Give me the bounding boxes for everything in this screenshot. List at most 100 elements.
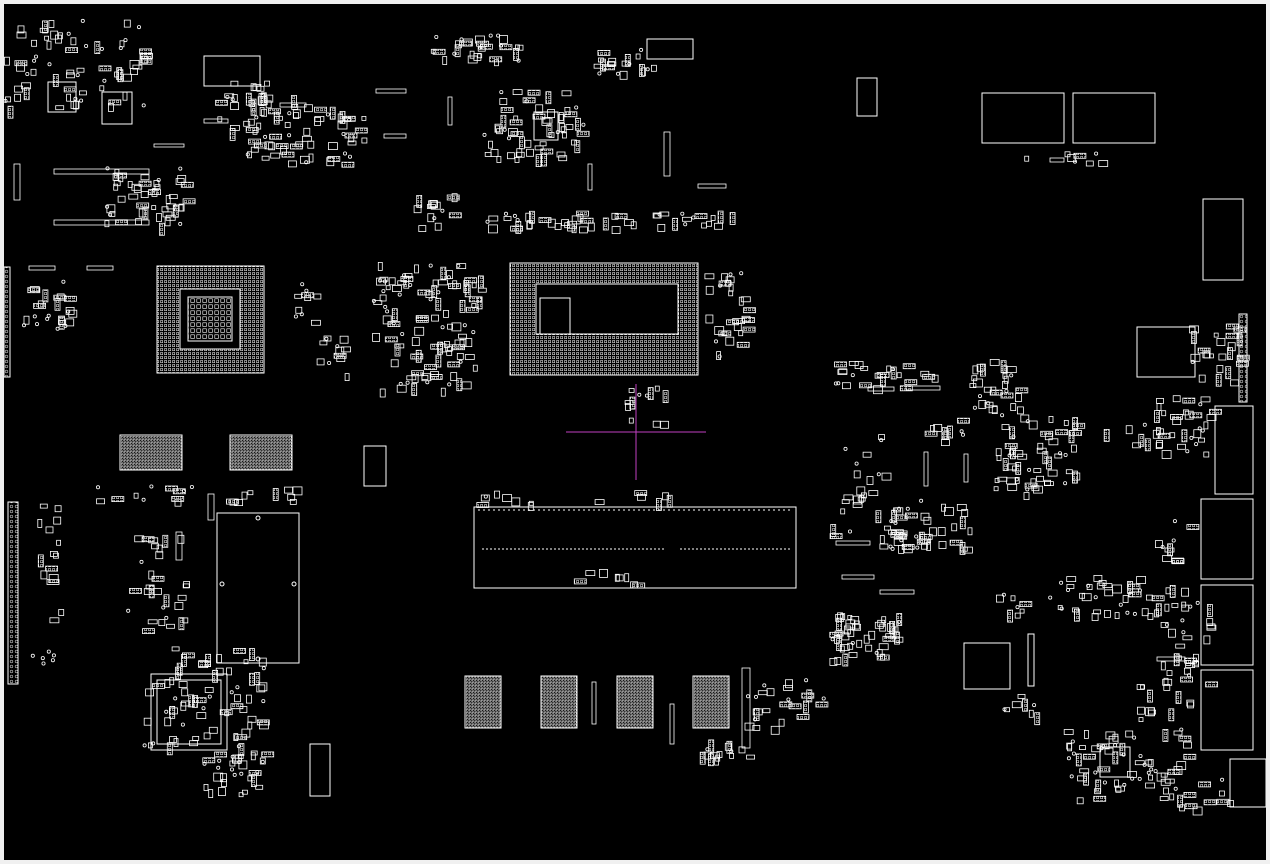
smd-pad[interactable] [1166, 670, 1173, 676]
passive-component[interactable] [1019, 601, 1033, 607]
passive-component[interactable] [1184, 803, 1198, 810]
passive-component[interactable] [148, 189, 162, 196]
smd-pad[interactable] [58, 32, 63, 40]
passive-component[interactable] [229, 128, 236, 141]
via[interactable] [746, 694, 751, 699]
smd-pad[interactable] [138, 208, 146, 218]
smd-pad[interactable] [1011, 701, 1022, 709]
smd-pad[interactable] [16, 62, 26, 72]
smd-pad[interactable] [472, 364, 478, 372]
smd-pad[interactable] [559, 123, 565, 132]
passive-component[interactable] [1004, 442, 1018, 449]
passive-component[interactable] [947, 425, 953, 439]
passive-component[interactable] [875, 510, 882, 524]
smd-pad[interactable] [847, 629, 855, 637]
smd-pad[interactable] [746, 754, 755, 760]
passive-component[interactable] [158, 222, 165, 236]
smd-pad[interactable] [208, 726, 218, 734]
passive-component[interactable] [924, 430, 938, 437]
smd-pad[interactable] [527, 502, 534, 511]
smd-pad[interactable] [294, 293, 303, 299]
smd-pad[interactable] [177, 534, 185, 544]
smd-pad[interactable] [853, 470, 861, 479]
passive-component[interactable] [46, 579, 60, 585]
smd-pad[interactable] [1096, 582, 1105, 590]
smd-pad[interactable] [879, 535, 885, 544]
smd-pad[interactable] [1209, 353, 1214, 359]
via[interactable] [515, 217, 520, 222]
smd-pad[interactable] [361, 116, 367, 121]
smd-pad[interactable] [108, 103, 114, 112]
via[interactable] [96, 485, 101, 490]
smd-pad[interactable] [877, 619, 886, 627]
smd-pad[interactable] [292, 486, 303, 496]
smd-pad[interactable] [474, 35, 485, 44]
smd-pad[interactable] [1145, 782, 1155, 789]
smd-pad[interactable] [738, 330, 744, 337]
smd-pad[interactable] [1079, 768, 1090, 774]
smd-pad[interactable] [341, 346, 351, 353]
smd-pad[interactable] [132, 64, 143, 70]
via[interactable] [61, 279, 66, 284]
smd-pad[interactable] [388, 277, 396, 286]
smd-pad[interactable] [339, 335, 349, 344]
smd-pad[interactable] [929, 527, 937, 537]
smd-pad[interactable] [1057, 605, 1063, 610]
long-footprint[interactable] [86, 265, 114, 271]
via[interactable] [151, 187, 156, 192]
via[interactable] [287, 133, 292, 138]
via[interactable] [919, 498, 924, 503]
smd-pad[interactable] [865, 644, 873, 652]
smd-pad[interactable] [1164, 603, 1170, 612]
via[interactable] [691, 215, 696, 220]
smd-pad[interactable] [1071, 444, 1077, 453]
via[interactable] [287, 111, 292, 116]
smd-pad[interactable] [496, 156, 502, 163]
smd-pad[interactable] [599, 569, 608, 578]
smd-pad[interactable] [967, 527, 973, 536]
smd-pad[interactable] [166, 203, 177, 210]
smd-pad[interactable] [454, 339, 465, 349]
passive-component[interactable] [1007, 609, 1013, 623]
via[interactable] [915, 545, 920, 550]
smd-pad[interactable] [641, 67, 646, 77]
smd-pad[interactable] [230, 102, 240, 110]
smd-pad[interactable] [994, 478, 1000, 483]
smd-pad[interactable] [252, 129, 258, 135]
smd-pad[interactable] [547, 109, 555, 118]
smd-pad[interactable] [344, 373, 350, 382]
smd-pad[interactable] [443, 340, 450, 348]
via[interactable] [524, 99, 529, 104]
smd-pad[interactable] [270, 152, 281, 159]
via[interactable] [1015, 605, 1020, 610]
via[interactable] [180, 722, 185, 727]
smd-pad[interactable] [175, 178, 185, 186]
passive-component[interactable] [575, 117, 581, 131]
via[interactable] [1137, 776, 1142, 781]
smd-pad[interactable] [1001, 424, 1010, 430]
smd-pad[interactable] [1216, 365, 1224, 373]
passive-component[interactable] [529, 210, 535, 224]
via[interactable] [84, 44, 89, 49]
long-footprint[interactable] [741, 667, 751, 749]
passive-component[interactable] [178, 617, 185, 631]
via[interactable] [1094, 151, 1099, 156]
smd-pad[interactable] [165, 214, 176, 221]
smd-pad[interactable] [853, 495, 862, 505]
via[interactable] [1138, 754, 1143, 759]
smd-pad[interactable] [682, 216, 692, 222]
via[interactable] [446, 275, 451, 280]
passive-component[interactable] [1178, 735, 1192, 742]
via[interactable] [499, 90, 504, 95]
passive-component[interactable] [111, 496, 125, 503]
smd-pad[interactable] [396, 384, 407, 393]
via[interactable] [854, 461, 859, 466]
smd-pad[interactable] [560, 126, 567, 134]
passive-component[interactable] [1083, 753, 1096, 760]
smd-pad[interactable] [1160, 622, 1169, 628]
smd-pad[interactable] [511, 497, 521, 507]
passive-component[interactable] [538, 217, 552, 224]
smd-pad[interactable] [243, 120, 251, 127]
via[interactable] [959, 429, 964, 434]
via[interactable] [80, 18, 85, 23]
